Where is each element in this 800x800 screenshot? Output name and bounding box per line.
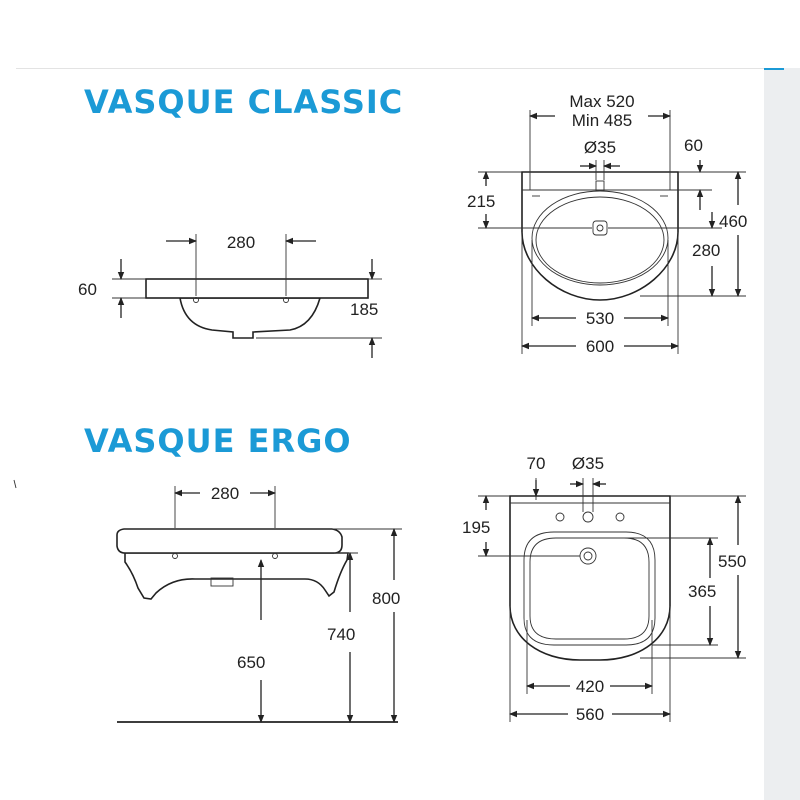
classic-top-bowl-inner (535, 196, 665, 284)
classic-top-drain-hole (596, 224, 604, 232)
ergo-side-label-800: 800 (372, 589, 400, 608)
classic-side-label-280: 280 (227, 233, 255, 252)
ergo-top-label-195: 195 (462, 518, 490, 537)
ergo-side-rim (116, 528, 343, 554)
classic-top-label-460: 460 (719, 212, 747, 231)
stray-mark (13, 479, 17, 489)
accent-line (764, 68, 784, 70)
classic-side-rim (145, 278, 369, 299)
title-vasque-classic: VASQUE CLASSIC (84, 83, 404, 121)
ergo-side-pedestal (124, 552, 349, 600)
ergo-top-label-70: 70 (527, 454, 546, 473)
ergo-side-label-650: 650 (237, 653, 265, 672)
ergo-top-bowl-outer (523, 531, 656, 646)
classic-side-label-60: 60 (78, 280, 97, 299)
classic-top-label-max: Max 520 (569, 92, 634, 111)
classic-top-label-280: 280 (692, 241, 720, 260)
ergo-top-outline (509, 495, 671, 661)
top-rule (16, 68, 764, 69)
classic-top-label-530: 530 (586, 309, 614, 328)
right-sidebar-strip (764, 68, 800, 800)
ergo-top-view: 70 Ø35 195 550 365 420 (462, 454, 746, 724)
classic-top-outline (521, 171, 679, 301)
classic-top-label-60: 60 (684, 136, 703, 155)
ergo-top-drain-inner (583, 551, 593, 561)
ergo-top-label-365: 365 (688, 582, 716, 601)
classic-top-tap-hole (595, 180, 605, 192)
ergo-top-bowl-inner (529, 537, 650, 640)
classic-top-drain (592, 220, 608, 236)
classic-side-basin (179, 297, 322, 339)
ergo-top-label-420: 420 (576, 677, 604, 696)
ergo-top-label-560: 560 (576, 705, 604, 724)
classic-top-view: Max 520 Min 485 Ø35 60 215 460 280 (467, 92, 747, 356)
ergo-top-label-550: 550 (718, 552, 746, 571)
classic-top-label-600: 600 (586, 337, 614, 356)
ergo-top-label-hole: Ø35 (572, 454, 604, 473)
classic-side-fixing-right (283, 297, 289, 303)
ergo-top-hole-1 (555, 512, 565, 522)
classic-top-label-215: 215 (467, 192, 495, 211)
ergo-side-fixing-right (272, 553, 278, 559)
ergo-side-fixing-left (172, 553, 178, 559)
ergo-side-view: 280 650 740 800 (116, 484, 402, 723)
classic-side-view: 280 60 185 (78, 233, 382, 358)
ergo-side-label-740: 740 (327, 625, 355, 644)
classic-side-label-185: 185 (350, 300, 378, 319)
classic-top-label-min: Min 485 (572, 111, 632, 130)
ergo-top-hole-3 (615, 512, 625, 522)
ergo-top-hole-tap (582, 511, 594, 523)
classic-side-fixing-left (193, 297, 199, 303)
ergo-side-label-280: 280 (211, 484, 239, 503)
ergo-side-waste (210, 577, 234, 587)
title-vasque-ergo: VASQUE ERGO (84, 422, 352, 460)
classic-top-label-hole: Ø35 (584, 138, 616, 157)
